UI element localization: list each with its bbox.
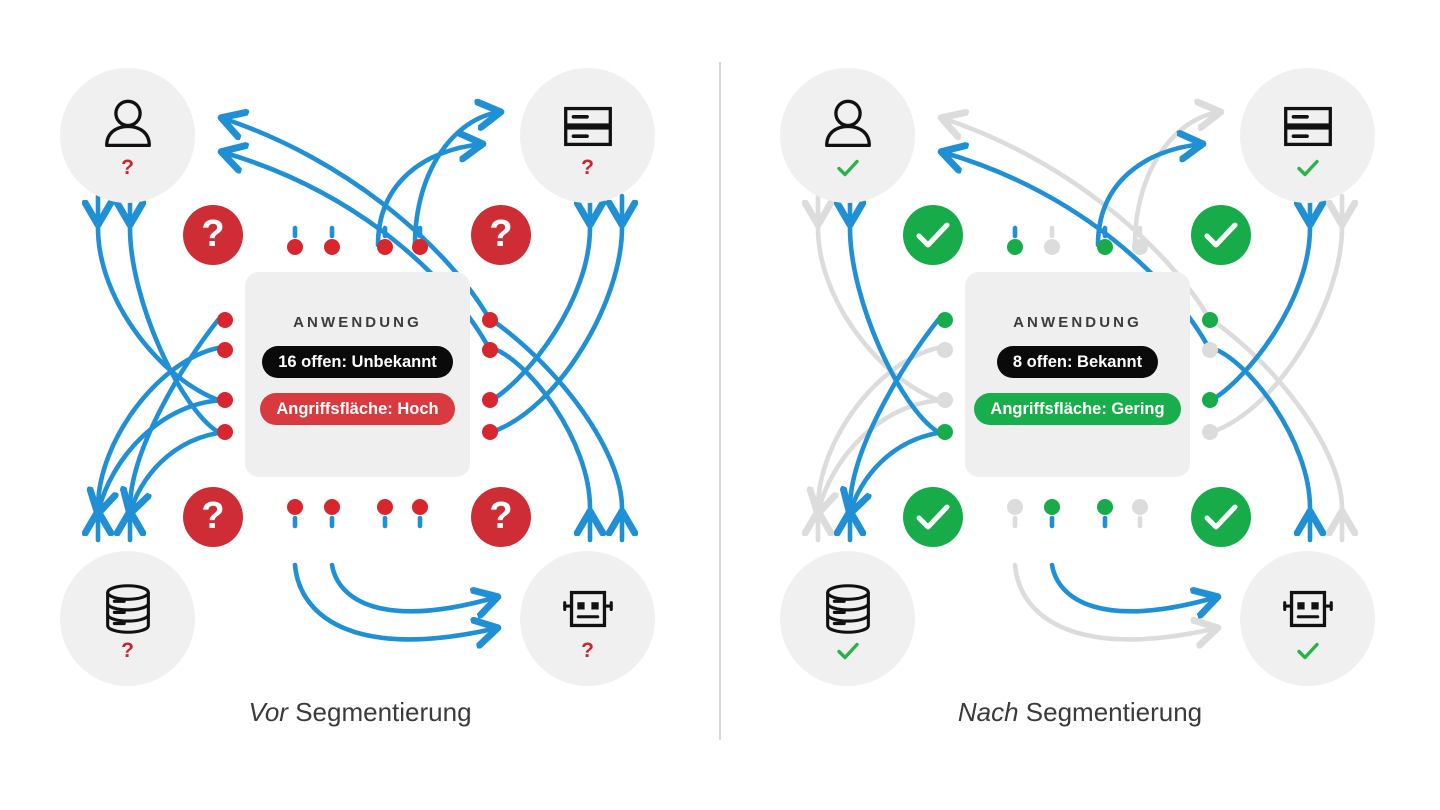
status-badge-ok — [1191, 205, 1251, 265]
card-title: ANWENDUNG — [293, 314, 422, 331]
node-status-mark: ? — [121, 639, 134, 662]
server-icon — [563, 106, 612, 146]
application-card-before: ANWENDUNG 16 offen: Unbekannt Angriffsfl… — [245, 272, 470, 477]
node-database-after[interactable] — [780, 551, 915, 686]
user-icon — [104, 99, 151, 147]
flow-arrows-after — [720, 0, 1440, 810]
caption-rest: Segmentierung — [287, 697, 472, 727]
panel-caption-after: Nach Segmentierung — [720, 697, 1440, 728]
status-badge-ok — [1191, 487, 1251, 547]
card-title: ANWENDUNG — [1013, 314, 1142, 331]
database-icon — [825, 583, 870, 634]
badge-symbol: ? — [201, 495, 225, 537]
attack-surface-pill: Angriffsfläche: Gering — [974, 393, 1181, 425]
node-database-before[interactable]: ? — [60, 551, 195, 686]
node-status-mark — [1296, 155, 1319, 181]
badge-symbol: ? — [489, 495, 513, 537]
node-status-mark — [836, 155, 859, 181]
node-user-after[interactable] — [780, 68, 915, 203]
panel-before-segmentation: ? ? ? — [0, 0, 720, 810]
badge-symbol: ? — [201, 213, 225, 255]
robot-icon — [1282, 590, 1333, 627]
status-badge-risk: ? — [183, 487, 243, 547]
caption-emphasis: Nach — [957, 697, 1019, 727]
open-ports-pill: 8 offen: Bekannt — [996, 346, 1159, 378]
server-icon — [1283, 106, 1332, 146]
database-icon — [105, 583, 150, 634]
robot-icon — [562, 590, 613, 627]
panel-caption-before: Vor Segmentierung — [0, 697, 720, 728]
flow-endpoint-dot — [937, 239, 1218, 515]
check-icon — [1204, 222, 1238, 247]
flow-arrows-before — [0, 0, 720, 810]
check-icon — [1296, 159, 1319, 176]
open-ports-pill: 16 offen: Unbekannt — [262, 346, 453, 378]
check-icon — [836, 159, 859, 176]
check-icon — [836, 642, 859, 659]
node-status-mark — [1296, 638, 1319, 664]
node-server-after[interactable] — [1240, 68, 1375, 203]
node-user-before[interactable]: ? — [60, 68, 195, 203]
user-icon — [824, 99, 871, 147]
check-icon — [916, 222, 950, 247]
application-card-after: ANWENDUNG 8 offen: Bekannt Angriffsfläch… — [965, 272, 1190, 477]
node-status-mark — [836, 638, 859, 664]
caption-rest: Segmentierung — [1018, 697, 1203, 727]
check-icon — [916, 504, 950, 529]
node-robot-before[interactable]: ? — [520, 551, 655, 686]
node-status-mark: ? — [121, 156, 134, 179]
status-badge-risk: ? — [471, 487, 531, 547]
status-badge-ok — [903, 205, 963, 265]
flow-endpoint-dot — [217, 239, 498, 515]
check-icon — [1296, 642, 1319, 659]
node-server-before[interactable]: ? — [520, 68, 655, 203]
panel-after-segmentation: ANWENDUNG 8 offen: Bekannt Angriffsfläch… — [720, 0, 1440, 810]
status-badge-ok — [903, 487, 963, 547]
status-badge-risk: ? — [471, 205, 531, 265]
status-badge-risk: ? — [183, 205, 243, 265]
check-icon — [1204, 504, 1238, 529]
attack-surface-pill: Angriffsfläche: Hoch — [260, 393, 455, 425]
badge-symbol: ? — [489, 213, 513, 255]
panel-divider — [719, 62, 721, 740]
node-status-mark: ? — [581, 156, 594, 179]
caption-emphasis: Vor — [248, 697, 288, 727]
node-robot-after[interactable] — [1240, 551, 1375, 686]
node-status-mark: ? — [581, 639, 594, 662]
